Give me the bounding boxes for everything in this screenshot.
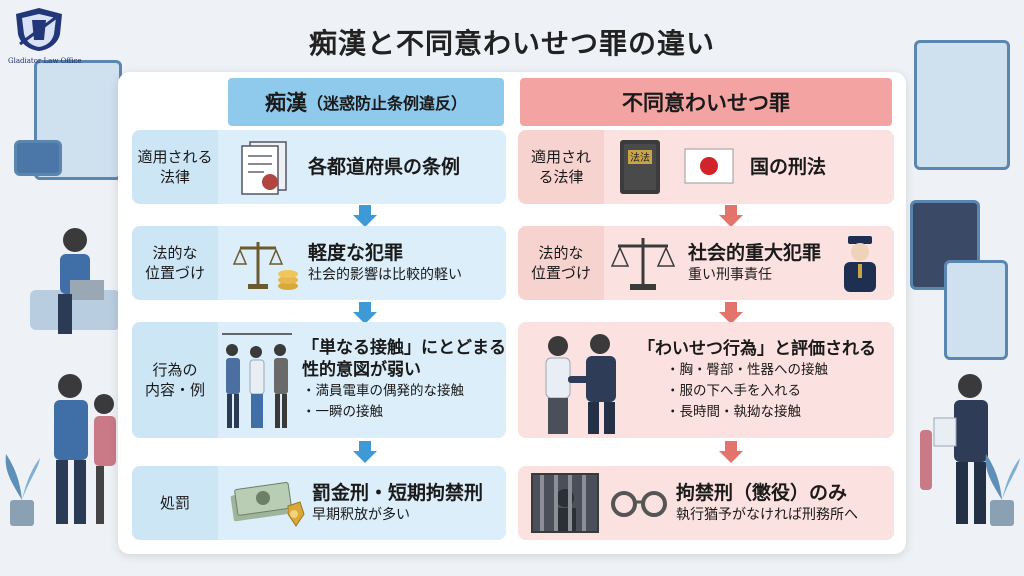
page-title: 痴漢と不同意わいせつ罪の違い — [308, 27, 715, 60]
row-label-law-right: 適用される法律 — [518, 130, 604, 204]
row-law-right: 適用される法律 法法 国の刑法 — [518, 130, 894, 204]
law-book-icon: 法法 — [620, 140, 660, 194]
row-label-line: 適用される — [137, 147, 213, 166]
businessman-illustration — [920, 374, 988, 524]
row-act-right: 「わいせつ行為」と評価される ・胸・臀部・性器への接触 ・服の下へ手を入れる ・… — [518, 322, 894, 438]
plant-icon — [985, 454, 1020, 526]
down-arrow-icon — [353, 441, 377, 463]
background-left-scene — [0, 0, 130, 576]
man-grabbing-woman-icon — [545, 334, 616, 434]
law-left-text-cell: 各都道府県の条例 — [308, 130, 460, 204]
row-label-line: 法的な — [538, 243, 584, 262]
background-right-scene — [894, 0, 1024, 576]
penalty-left-main: 罰金刑・短期拘禁刑 — [312, 481, 484, 504]
handcuffs-icon — [611, 491, 667, 517]
position-right-sub: 重い刑事責任 — [688, 266, 772, 283]
row-penalty-left: 処罰 罰金刑・短期拘禁刑 早期釈放が多い — [132, 466, 506, 540]
act-right-main: 「わいせつ行為」と評価される — [638, 338, 876, 359]
japan-flag-icon — [684, 148, 734, 184]
down-arrow-icon — [719, 205, 743, 227]
row-label-position-left: 法的な位置づけ — [132, 226, 218, 300]
law-office-logo: Gladiator Law Office — [8, 6, 82, 66]
row-label-line: 法的な — [152, 243, 198, 262]
down-arrow-icon — [353, 302, 377, 324]
row-penalty-right: 拘禁刑（懲役）のみ 執行猶予がなければ刑務所へ — [518, 466, 894, 540]
chat-bubble-illustration — [14, 140, 62, 176]
row-act-left: 行為の内容・例 「単なる接触」にとどまる 性的意図が弱い ・満員電車の偶発的な接… — [132, 322, 506, 438]
act-right-bullet: ・長時間・執拗な接触 — [666, 403, 801, 420]
down-arrow-icon — [353, 205, 377, 227]
row-label-line: 内容・例 — [144, 381, 205, 399]
row-label-penalty-left: 処罰 — [132, 466, 218, 540]
act-left-text-cell: 「単なる接触」にとどまる 性的意図が弱い ・満員電車の偶発的な接触 ・一瞬の接触 — [302, 322, 506, 438]
scale-with-coins-icon — [232, 242, 298, 290]
crowded-train-passengers-icon — [222, 333, 292, 428]
row-label-line: 法律 — [159, 168, 190, 186]
chart-screen-illustration — [944, 260, 1008, 360]
act-left-bullet: ・一瞬の接触 — [302, 404, 383, 421]
act-left-main-2: 性的意図が弱い — [302, 360, 421, 381]
row-position-right: 法的な位置づけ 社会的重大犯罪 重い刑事責任 — [518, 226, 894, 300]
row-label-line: る法律 — [538, 168, 584, 186]
police-officer-icon — [844, 236, 876, 292]
plant-icon — [5, 454, 40, 526]
column-header-chikan-paren: （迷惑防止条例違反） — [306, 94, 467, 113]
row-label-line: 位置づけ — [530, 264, 591, 282]
row-label-line: 位置づけ — [144, 264, 205, 282]
column-header-fudoui: 不同意わいせつ罪 — [520, 78, 892, 126]
row-label-line: 適用され — [530, 147, 591, 166]
act-left-main-1: 「単なる接触」にとどまる — [302, 337, 506, 358]
position-right-text-cell: 社会的重大犯罪 重い刑事責任 — [688, 226, 821, 300]
document-seal-icon — [241, 141, 287, 195]
position-right-main: 社会的重大犯罪 — [688, 241, 822, 264]
row-label-law-left: 適用される法律 — [132, 130, 218, 204]
dashboard-screen-illustration — [914, 40, 1010, 170]
act-left-bullet: ・満員電車の偶発的な接触 — [302, 383, 464, 400]
row-label-line: 行為の — [152, 360, 198, 379]
penalty-left-sub: 早期釈放が多い — [312, 506, 410, 523]
money-and-badge-icon — [230, 481, 305, 527]
penalty-left-text-cell: 罰金刑・短期拘禁刑 早期釈放が多い — [312, 466, 483, 540]
balance-scale-icon — [610, 238, 676, 290]
person-with-laptop-illustration — [30, 228, 120, 334]
logo-caption: Gladiator Law Office — [8, 57, 82, 65]
column-header-chikan: 痴漢 （迷惑防止条例違反） — [228, 78, 504, 126]
row-label-line: 処罰 — [159, 493, 190, 512]
prison-bars-icon — [531, 473, 599, 533]
row-position-left: 法的な位置づけ 軽度な犯罪 社会的影響は比較的軽い — [132, 226, 506, 300]
law-right-text-cell: 国の刑法 — [750, 130, 826, 204]
person-standing-illustration — [54, 374, 116, 524]
act-right-bullet: ・服の下へ手を入れる — [666, 382, 801, 399]
position-left-main: 軽度な犯罪 — [308, 241, 404, 264]
act-right-text-cell: 「わいせつ行為」と評価される ・胸・臀部・性器への接触 ・服の下へ手を入れる ・… — [638, 322, 876, 438]
row-label-position-right: 法的な位置づけ — [518, 226, 604, 300]
down-arrow-icon — [719, 302, 743, 324]
penalty-right-text-cell: 拘禁刑（懲役）のみ 執行猶予がなければ刑務所へ — [676, 466, 858, 540]
position-left-text-cell: 軽度な犯罪 社会的影響は比較的軽い — [308, 226, 462, 300]
penalty-right-main: 拘禁刑（懲役）のみ — [676, 481, 848, 504]
act-right-bullet: ・胸・臀部・性器への接触 — [666, 361, 828, 378]
penalty-right-sub: 執行猶予がなければ刑務所へ — [676, 506, 858, 523]
down-arrow-icon — [719, 441, 743, 463]
row-label-act-left: 行為の内容・例 — [132, 322, 218, 438]
shield-logo-icon — [16, 8, 62, 51]
law-left-text: 各都道府県の条例 — [308, 155, 461, 178]
law-right-text: 国の刑法 — [750, 155, 827, 178]
column-header-chikan-title: 痴漢 — [264, 91, 307, 115]
position-left-sub: 社会的影響は比較的軽い — [308, 266, 462, 283]
book-title-text: 法法 — [630, 151, 650, 164]
row-law-left: 適用される法律 各都道府県の条例 — [132, 130, 506, 204]
